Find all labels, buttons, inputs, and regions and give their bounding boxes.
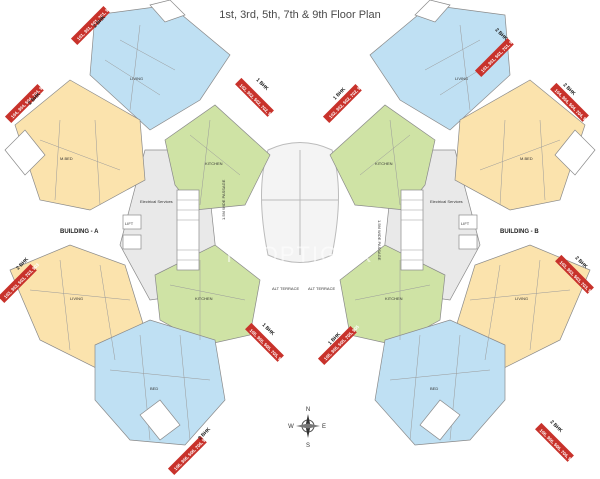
electrical-label: Electrical Services xyxy=(140,199,173,204)
lift-b-2 xyxy=(458,234,478,250)
passage-label-a: 1.5M WIDE PASSAGE xyxy=(221,179,226,220)
terrace-label: ALT TERRACE xyxy=(272,286,299,291)
flat-tag: 105, 305, 505, 705, 905 xyxy=(317,324,360,365)
flat-a-upper-left xyxy=(14,79,146,211)
flat-a-one-bhk xyxy=(164,104,271,211)
room-label: M.BED xyxy=(60,156,73,161)
flat-a-bottom xyxy=(94,319,226,446)
compass-n: N xyxy=(306,407,310,413)
stair-a xyxy=(176,189,200,271)
lift-label: LIFT xyxy=(461,221,470,226)
flat-b-bottom xyxy=(374,319,506,446)
building-a xyxy=(9,4,271,446)
svg-text:102, 302, 502, 702, 902: 102, 302, 502, 702, 902 xyxy=(328,82,366,120)
room-label: M.BED xyxy=(520,156,533,161)
stair-b xyxy=(400,189,424,271)
compass-s: S xyxy=(306,443,310,449)
lift-a-2 xyxy=(122,234,142,250)
room-label: BED xyxy=(150,386,158,391)
svg-text:105, 305, 505, 705, 905: 105, 305, 505, 705, 905 xyxy=(249,328,287,366)
building-b-label: BUILDING - B xyxy=(500,229,539,235)
lift-label: LIFT xyxy=(125,221,134,226)
electrical-label: Electrical Services xyxy=(430,199,463,204)
room-label: LIVING xyxy=(130,76,143,81)
room-label: BED xyxy=(430,386,438,391)
room-label: KITCHEN xyxy=(205,161,223,166)
building-b xyxy=(329,4,591,446)
terrace-label: ALT TERRACE xyxy=(308,286,335,291)
svg-text:102, 302, 502, 702, 902: 102, 302, 502, 702, 902 xyxy=(239,83,277,121)
flat-tag: 102, 302, 502, 702, 902 xyxy=(235,77,277,121)
room-label: LIVING xyxy=(70,296,83,301)
flat-b-upper-right xyxy=(454,79,586,211)
room-label: LIVING xyxy=(455,76,468,81)
room-label: LIVING xyxy=(515,296,528,301)
compass-icon: N S E W xyxy=(288,407,326,449)
flat-tag: 102, 302, 502, 702, 902 xyxy=(322,82,366,123)
svg-text:106, 306, 506, 706, 906: 106, 306, 506, 706, 906 xyxy=(539,428,577,466)
room-label: KITCHEN xyxy=(385,296,403,301)
passage-label-b: 1.5M WIDE PASSAGE xyxy=(377,220,382,261)
building-a-label: BUILDING - A xyxy=(60,229,99,235)
flat-b-one-bhk xyxy=(329,104,436,211)
plan-title: 1st, 3rd, 5th, 7th & 9th Floor Plan xyxy=(219,9,380,21)
lift-a-1 xyxy=(122,214,142,230)
lift-b-1 xyxy=(458,214,478,230)
compass-w: W xyxy=(288,424,294,430)
watermark: PROPTIGER xyxy=(226,242,374,267)
unit-type-label: 1 BHK xyxy=(255,77,270,92)
central-court xyxy=(261,142,339,263)
room-label: KITCHEN xyxy=(375,161,393,166)
balconies xyxy=(4,0,596,441)
unit-type-label: 2 BHK xyxy=(549,419,564,434)
room-label: KITCHEN xyxy=(195,296,213,301)
compass-e: E xyxy=(322,424,326,430)
